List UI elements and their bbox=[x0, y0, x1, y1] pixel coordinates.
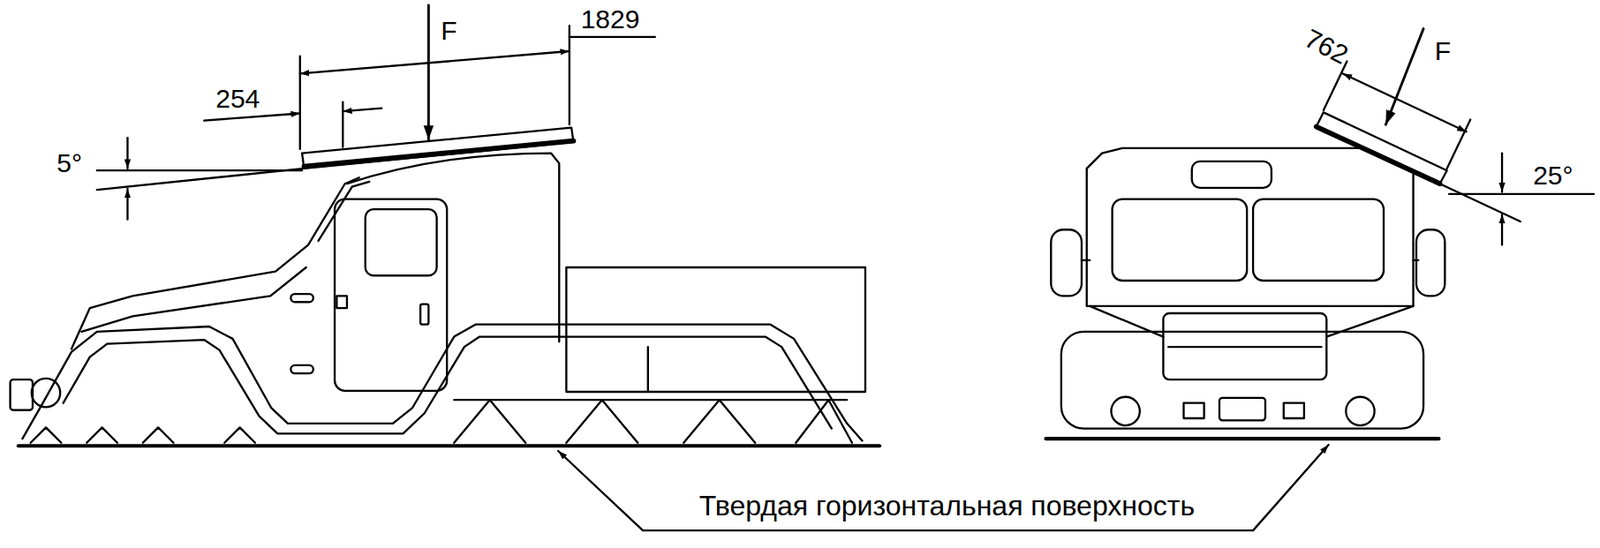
angle-label: 25° bbox=[1532, 162, 1573, 189]
force-label: F bbox=[440, 17, 457, 45]
angle-label: 5° bbox=[56, 150, 83, 177]
dimension-label: 762 bbox=[1300, 24, 1352, 68]
dimension-label: 254 bbox=[215, 85, 260, 113]
surface-caption: Твердая горизонтальная поверхность bbox=[699, 491, 1195, 521]
dimension-label: 1829 bbox=[581, 6, 641, 33]
force-label: F bbox=[1434, 37, 1451, 65]
